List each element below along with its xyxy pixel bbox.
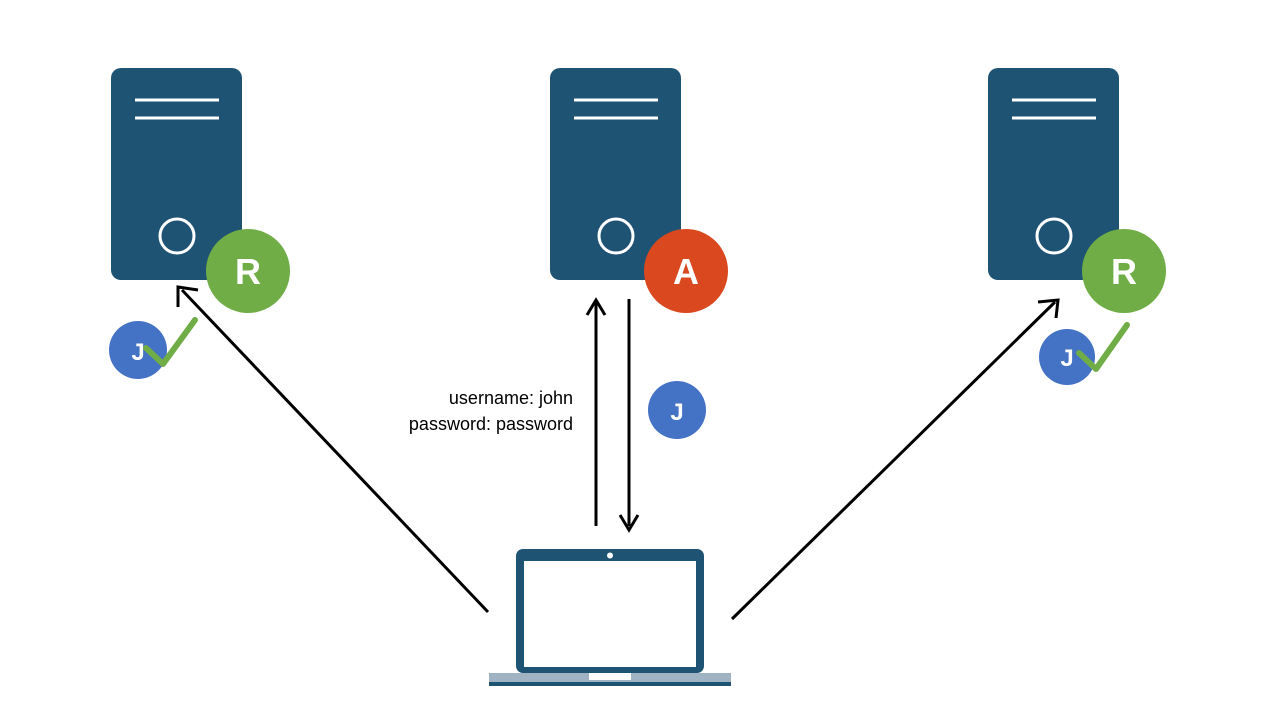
token-left-letter: J [131,339,144,366]
server-left: R [111,68,290,313]
server-left-role-letter: R [235,251,261,292]
token-left-verified: J [109,317,198,379]
server-right-power-icon [1035,217,1073,255]
token-right-verified: J [1039,322,1130,385]
server-right-body [988,68,1119,280]
laptop-screen [524,561,696,667]
arrows [176,285,1060,621]
server-center: A [550,68,728,313]
server-center-role-letter: A [673,251,699,292]
token-center: J [648,381,706,439]
token-left [109,321,167,379]
laptop-trackpad [589,673,631,680]
server-left-power-icon [158,217,196,255]
token-center-letter: J [670,399,683,426]
credentials-password: password: password [409,414,573,434]
token-right [1039,329,1095,385]
server-center-power-icon [597,217,635,255]
token-center-circle [648,381,706,439]
check-left-icon [143,317,198,367]
laptop-camera [607,552,613,559]
arrow-up-head-icon [585,297,607,316]
server-left-body [111,68,242,280]
arrow-down-head-icon [618,514,640,533]
server-right: R [988,68,1166,313]
laptop-icon [489,549,731,686]
server-right-role-letter: R [1111,251,1137,292]
server-center-role-badge: A [644,229,728,313]
check-right-icon [1076,322,1130,372]
server-left-role-badge: R [206,229,290,313]
server-center-body [550,68,681,280]
server-right-role-badge: R [1082,229,1166,313]
token-right-letter: J [1060,345,1073,372]
credentials-username: username: john [449,388,573,408]
arrow-right-head-icon [1037,298,1060,319]
arrow-laptop-to-right-server [730,300,1057,621]
laptop-base-edge [489,682,731,686]
arrow-laptop-to-left-server [180,288,490,614]
arrow-left-head-icon [176,285,199,307]
